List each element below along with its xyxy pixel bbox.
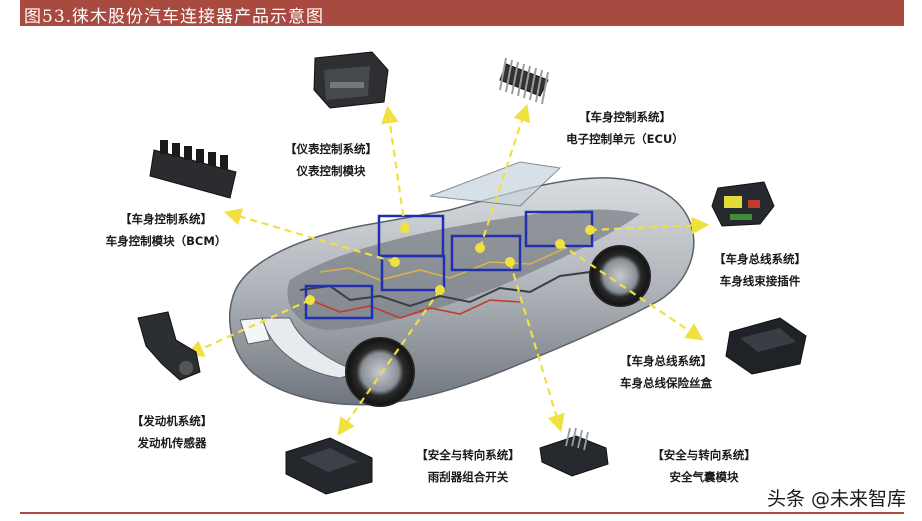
label-fusebox-system: 【车身总线系统】 xyxy=(620,354,712,368)
label-ecu-product: 电子控制单元（ECU） xyxy=(566,132,684,146)
rear-wheel xyxy=(589,245,651,307)
multi-pin-connector-icon xyxy=(149,140,237,199)
label-wiper-system: 【安全与转向系统】 xyxy=(416,448,520,462)
arrow-engine xyxy=(185,298,311,357)
airbag-connector-icon xyxy=(539,427,609,477)
label-airbag: 【安全与转向系统】 安全气囊模块 xyxy=(634,444,774,488)
label-instrument-product: 仪表控制模块 xyxy=(296,164,366,178)
watermark: 头条 @未来智库 xyxy=(762,484,910,511)
bottom-rule xyxy=(20,512,904,514)
label-fusebox-product: 车身总线保险丝盒 xyxy=(620,376,712,390)
label-fusebox: 【车身总线系统】 车身总线保险丝盒 xyxy=(596,350,736,394)
arrow-fusebox xyxy=(559,243,704,341)
windshield xyxy=(429,161,562,207)
label-airbag-system: 【安全与转向系统】 xyxy=(652,448,756,462)
label-instrument-system: 【仪表控制系统】 xyxy=(285,142,377,156)
fuse-box-icon xyxy=(725,317,807,375)
arrow-instrument xyxy=(381,105,407,229)
label-ecu-system: 【车身控制系统】 xyxy=(579,110,671,124)
label-instrument-control: 【仪表控制系统】 仪表控制模块 xyxy=(276,138,386,182)
front-wheel xyxy=(345,337,415,407)
label-harness: 【车身总线系统】 车身线束接插件 xyxy=(700,248,820,292)
label-harness-product: 车身线束接插件 xyxy=(719,274,801,288)
harness-plug-icon xyxy=(711,181,775,227)
dashboard-connector-icon xyxy=(313,51,389,109)
arrow-airbag xyxy=(508,261,565,433)
arrow-wiper xyxy=(337,289,441,436)
highlight-box-center xyxy=(380,254,446,292)
label-airbag-product: 安全气囊模块 xyxy=(669,470,739,484)
label-bcm-system: 【车身控制系统】 xyxy=(120,212,212,226)
figure-title-bar: 图53.徕木股份汽车连接器产品示意图 xyxy=(20,0,904,27)
label-harness-system: 【车身总线系统】 xyxy=(714,252,806,266)
label-ecu: 【车身控制系统】 电子控制单元（ECU） xyxy=(550,106,700,150)
arrow-ecu xyxy=(478,103,531,249)
label-bcm-product: 车身控制模块（BCM） xyxy=(105,234,227,248)
label-wiper: 【安全与转向系统】 雨刮器组合开关 xyxy=(398,444,538,488)
arrow-bcm xyxy=(223,208,396,264)
label-wiper-product: 雨刮器组合开关 xyxy=(427,470,509,484)
label-engine-product: 发动机传感器 xyxy=(137,436,207,450)
label-bcm: 【车身控制系统】 车身控制模块（BCM） xyxy=(96,208,236,252)
pin-header-icon xyxy=(499,57,549,105)
label-engine: 【发动机系统】 发动机传感器 xyxy=(112,410,232,454)
junction-dots xyxy=(305,223,595,305)
figure-title: 图53.徕木股份汽车连接器产品示意图 xyxy=(24,7,325,27)
highlight-box-console xyxy=(450,234,522,272)
label-engine-system: 【发动机系统】 xyxy=(131,414,213,428)
switch-connector-icon xyxy=(285,437,373,495)
callout-arrows xyxy=(185,103,710,436)
sensor-icon xyxy=(137,311,201,381)
